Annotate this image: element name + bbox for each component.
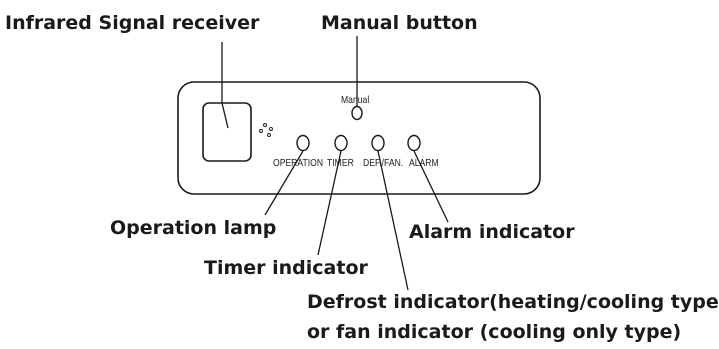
callout-alarm-indicator: Alarm indicator — [409, 221, 575, 243]
callout-defrost-line1: Defrost indicator(heating/cooling type) — [307, 291, 719, 313]
callout-infrared-receiver: Infrared Signal receiver — [5, 12, 260, 34]
timer-lamp — [334, 134, 348, 152]
leader-alarm — [413, 150, 449, 223]
display-panel — [177, 81, 541, 195]
panel-label-timer: TIMER — [327, 157, 354, 169]
panel-label-def-fan: DEF./FAN. — [363, 157, 404, 169]
callout-timer-indicator: Timer indicator — [204, 257, 368, 279]
panel-label-alarm: ALARM — [409, 157, 439, 169]
leader-infrared — [221, 42, 229, 129]
sensor-dots — [259, 123, 273, 137]
leader-def-fan — [377, 150, 409, 291]
operation-lamp — [296, 134, 310, 152]
manual-button[interactable] — [351, 105, 363, 121]
leader-timer — [317, 150, 342, 256]
panel-label-manual: Manual — [341, 94, 370, 106]
def-fan-lamp — [371, 134, 385, 152]
callout-manual-button: Manual button — [321, 12, 478, 34]
infrared-receiver-window — [202, 102, 252, 162]
alarm-lamp — [407, 134, 421, 152]
leader-operation — [264, 150, 304, 216]
callout-defrost-line2: or fan indicator (cooling only type) — [307, 321, 682, 343]
callout-operation-lamp: Operation lamp — [110, 217, 277, 239]
panel-label-operation: OPERATION — [273, 157, 324, 169]
